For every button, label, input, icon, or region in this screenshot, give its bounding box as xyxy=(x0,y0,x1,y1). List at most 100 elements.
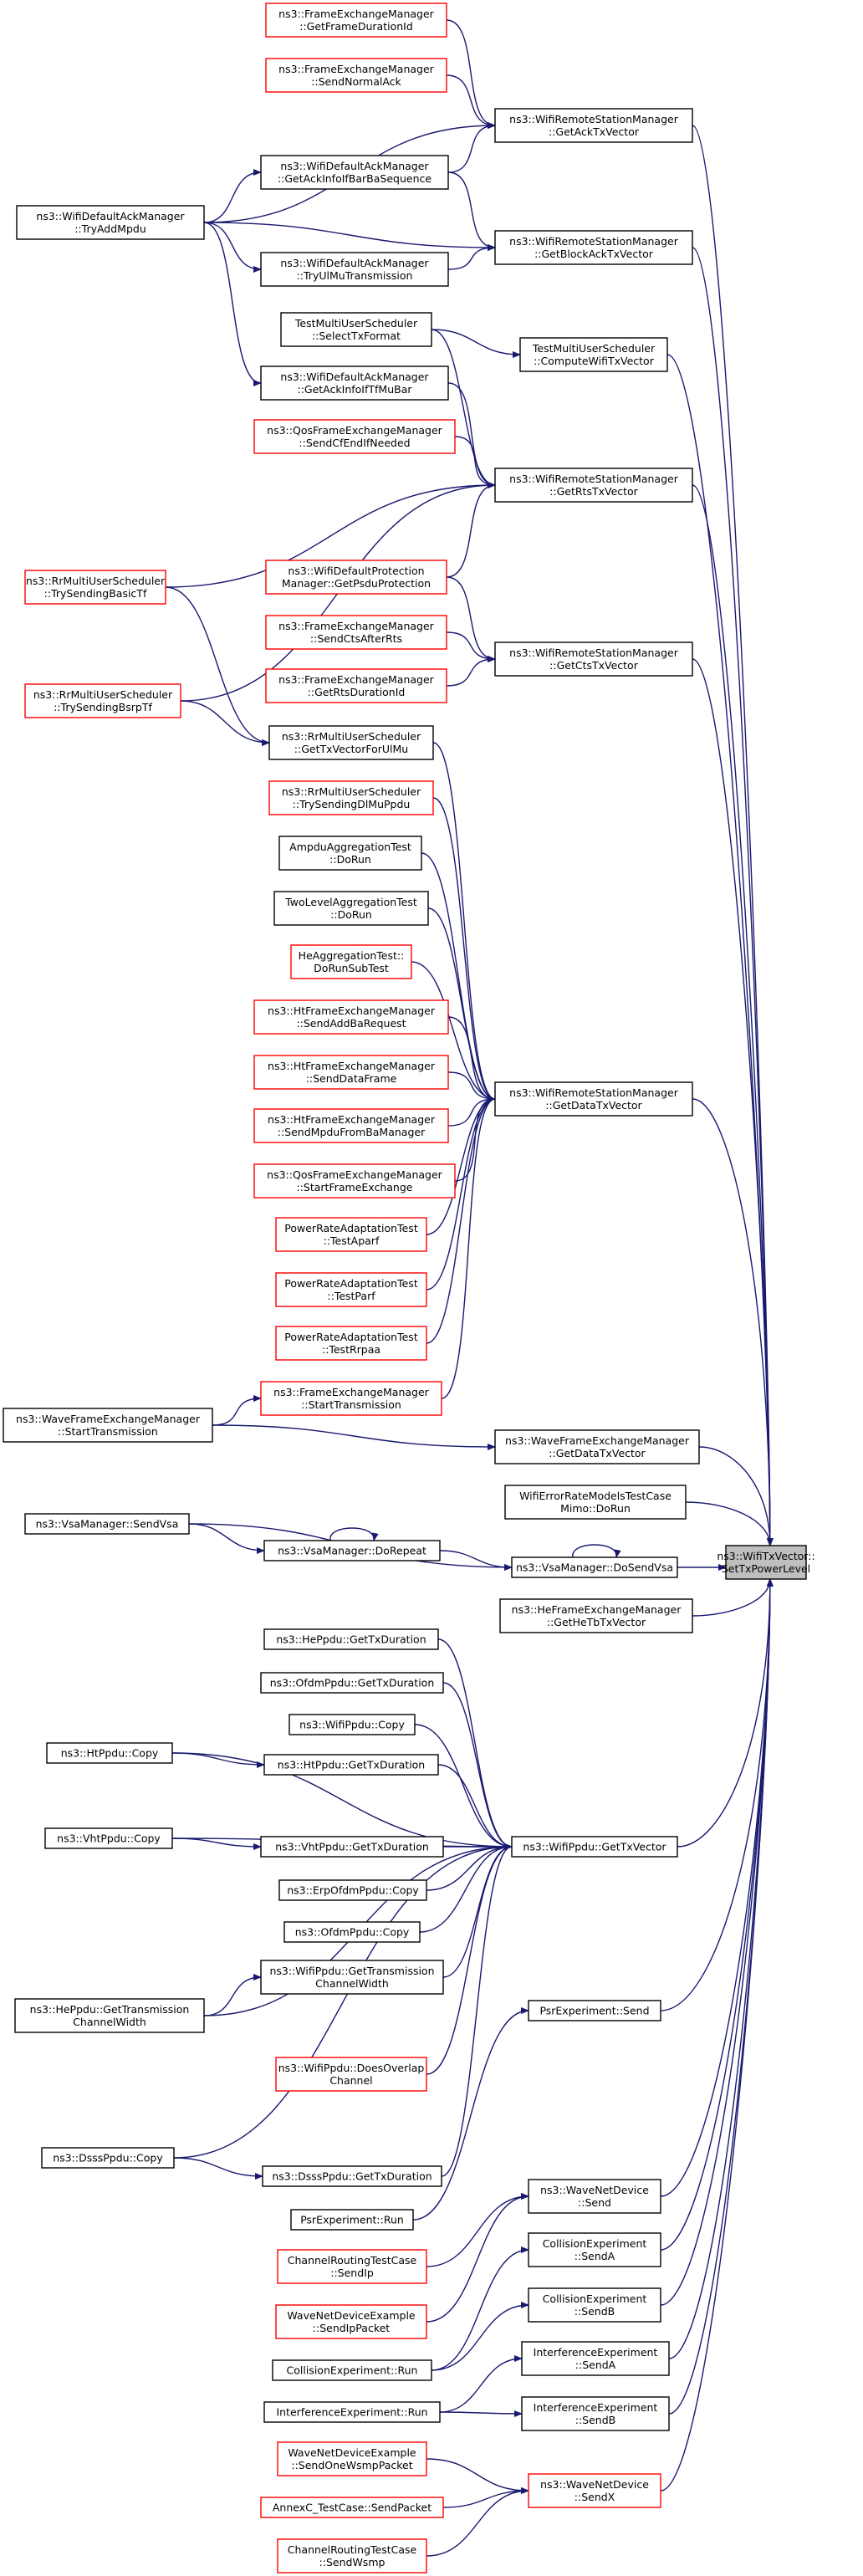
graph-node-get-cts-tx-vector[interactable]: ns3::WifiRemoteStationManager::GetCtsTxV… xyxy=(494,641,693,677)
graph-node-int-send-a[interactable]: InterferenceExperiment::SendA xyxy=(521,2341,670,2376)
graph-node-dsss-dur[interactable]: ns3::DsssPpdu::GetTxDuration xyxy=(262,2165,442,2187)
graph-node-get-block-ack-tx-vector[interactable]: ns3::WifiRemoteStationManager::GetBlockA… xyxy=(494,230,693,265)
call-edge-do-repeat-to-do-send-vsa xyxy=(439,1550,513,1571)
graph-node-start-frame-ex[interactable]: ns3::QosFrameExchangeManager::StartFrame… xyxy=(253,1163,456,1199)
graph-node-wave-get-data-tx-vector[interactable]: ns3::WaveFrameExchangeManager::GetDataTx… xyxy=(494,1429,700,1464)
graph-node-get-he-tb-tx-vector[interactable]: ns3::HeFrameExchangeManager::GetHeTbTxVe… xyxy=(499,1598,693,1633)
graph-node-vht-copy[interactable]: ns3::VhtPpdu::Copy xyxy=(44,1827,173,1849)
graph-node-coll-run[interactable]: CollisionExperiment::Run xyxy=(272,2359,432,2381)
graph-node-try-add-mpdu[interactable]: ns3::WifiDefaultAckManager::TryAddMpdu xyxy=(16,205,205,240)
node-label: ::GetHeTbTxVector xyxy=(547,1616,646,1628)
graph-node-mpdu-from-ba[interactable]: ns3::HtFrameExchangeManager::SendMpduFro… xyxy=(253,1108,449,1143)
graph-node-two-level-agg[interactable]: TwoLevelAggregationTest::DoRun xyxy=(273,891,429,926)
graph-node-rts-dur-id[interactable]: ns3::FrameExchangeManager::GetRtsDuratio… xyxy=(265,668,447,703)
graph-node-vht-ppdu-dur[interactable]: ns3::VhtPpdu::GetTxDuration xyxy=(260,1836,444,1858)
graph-node-cf-end[interactable]: ns3::QosFrameExchangeManager::SendCfEndI… xyxy=(253,419,456,454)
graph-node-ht-ppdu-dur[interactable]: ns3::HtPpdu::GetTxDuration xyxy=(263,1754,439,1776)
node-label: ns3::VsaManager::DoRepeat xyxy=(278,1545,426,1557)
graph-node-compute-wifi-tx-vector[interactable]: TestMultiUserScheduler::ComputeWifiTxVec… xyxy=(519,337,668,372)
node-label: ::SendWsmp xyxy=(319,2556,386,2568)
graph-node-ch-rout-ip[interactable]: ChannelRoutingTestCase::SendIp xyxy=(277,2249,427,2284)
graph-node-ul-mu[interactable]: ns3::WifiDefaultAckManager::TryUlMuTrans… xyxy=(260,252,449,287)
node-label: ns3::RrMultiUserScheduler xyxy=(282,730,421,743)
node-box xyxy=(265,668,447,703)
graph-node-ofdm-copy[interactable]: ns3::OfdmPpdu::Copy xyxy=(283,1921,421,1943)
graph-node-int-send-b[interactable]: InterferenceExperiment::SendB xyxy=(521,2396,670,2431)
graph-node-wifi-ppdu-copy[interactable]: ns3::WifiPpdu::Copy xyxy=(289,1714,416,1735)
graph-node-rrpaa[interactable]: PowerRateAdaptationTest::TestRrpaa xyxy=(275,1326,427,1361)
node-label: ::SendA xyxy=(574,2250,615,2262)
node-label: AnnexC_TestCase::SendPacket xyxy=(273,2502,432,2514)
graph-node-send-data-frame[interactable]: ns3::HtFrameExchangeManager::SendDataFra… xyxy=(253,1055,449,1090)
call-edge-cts-after-rts-to-get-cts-tx-vector xyxy=(446,631,496,662)
node-label: ns3::FrameExchangeManager xyxy=(278,63,434,75)
graph-node-aparf[interactable]: PowerRateAdaptationTest::TestAparf xyxy=(275,1217,427,1252)
graph-node-wave-ex-ip[interactable]: WaveNetDeviceExample::SendIpPacket xyxy=(275,2304,427,2339)
graph-node-ch-rout-wsmp[interactable]: ChannelRoutingTestCase::SendWsmp xyxy=(277,2538,427,2573)
node-box xyxy=(272,2359,432,2381)
graph-node-do-send-vsa[interactable]: ns3::VsaManager::DoSendVsa xyxy=(511,1556,678,1578)
graph-node-ack-info-bar[interactable]: ns3::WifiDefaultAckManager::GetAckInfoIf… xyxy=(260,155,449,190)
node-label: ::StartTransmission xyxy=(58,1425,158,1438)
node-label: ::ComputeWifiTxVector xyxy=(534,355,655,367)
node-label: ns3::FrameExchangeManager xyxy=(278,620,434,632)
node-label: PowerRateAdaptationTest xyxy=(284,1277,418,1290)
graph-node-erp-copy[interactable]: ns3::ErpOfdmPpdu::Copy xyxy=(278,1879,427,1901)
graph-node-add-ba[interactable]: ns3::HtFrameExchangeManager::SendAddBaRe… xyxy=(253,999,449,1035)
graph-node-get-ack-tx-vector[interactable]: ns3::WifiRemoteStationManager::GetAckTxV… xyxy=(494,108,693,143)
graph-node-annex-c[interactable]: AnnexC_TestCase::SendPacket xyxy=(260,2497,444,2518)
node-label: ::DoRun xyxy=(330,908,372,921)
graph-node-coll-send-b[interactable]: CollisionExperiment::SendB xyxy=(528,2287,661,2323)
node-box xyxy=(277,2538,427,2573)
graph-node-ofdm-ppdu-dur[interactable]: ns3::OfdmPpdu::GetTxDuration xyxy=(260,1672,444,1694)
graph-node-send-normal-ack[interactable]: ns3::FrameExchangeManager::SendNormalAck xyxy=(265,58,447,93)
graph-node-wave-start-tx[interactable]: ns3::WaveFrameExchangeManager::StartTran… xyxy=(3,1408,213,1443)
graph-node-do-repeat[interactable]: ns3::VsaManager::DoRepeat xyxy=(263,1540,441,1561)
node-box xyxy=(528,2287,661,2323)
node-label: ::GetAckInfoIfBarBaSequence xyxy=(278,172,432,185)
graph-node-select-tx-format[interactable]: TestMultiUserScheduler::SelectTxFormat xyxy=(280,312,432,347)
graph-node-he-agg[interactable]: HeAggregationTest::DoRunSubTest xyxy=(290,944,412,979)
graph-node-fm-start-tx[interactable]: ns3::FrameExchangeManager::StartTransmis… xyxy=(260,1381,442,1416)
graph-node-ack-info-tf[interactable]: ns3::WifiDefaultAckManager::GetAckInfoIf… xyxy=(260,365,449,401)
target-node[interactable]: ns3::WifiTxVector::SetTxPowerLevel xyxy=(717,1545,815,1580)
graph-node-get-data-tx-vector[interactable]: ns3::WifiRemoteStationManager::GetDataTx… xyxy=(494,1081,693,1117)
call-edge-basic-tf-to-get-rts-tx-vector xyxy=(165,482,496,588)
node-box xyxy=(260,155,449,190)
graph-node-ampdu-agg[interactable]: AmpduAggregationTest::DoRun xyxy=(278,836,422,871)
graph-node-parf[interactable]: PowerRateAdaptationTest::TestParf xyxy=(275,1272,427,1307)
graph-node-ht-copy[interactable]: ns3::HtPpdu::Copy xyxy=(46,1742,173,1764)
graph-node-dl-mu-ppdu[interactable]: ns3::RrMultiUserScheduler::TrySendingDlM… xyxy=(268,780,434,815)
node-label: ::SendB xyxy=(575,2414,615,2426)
node-label: ::TestAparf xyxy=(324,1234,380,1247)
graph-node-psdu-prot[interactable]: ns3::WifiDefaultProtectionManager::GetPs… xyxy=(265,560,447,595)
graph-node-tx-vec-ul-mu[interactable]: ns3::RrMultiUserScheduler::GetTxVectorFo… xyxy=(268,725,434,760)
graph-node-dsss-copy[interactable]: ns3::DsssPpdu::Copy xyxy=(41,2147,175,2169)
graph-node-wave-send[interactable]: ns3::WaveNetDevice::Send xyxy=(528,2179,661,2214)
graph-node-wave-ex-wsmp[interactable]: WaveNetDeviceExample::SendOneWsmpPacket xyxy=(277,2441,427,2476)
call-edge-try-add-mpdu-to-ul-mu xyxy=(203,222,262,273)
graph-node-fd-id[interactable]: ns3::FrameExchangeManager::GetFrameDurat… xyxy=(265,3,447,38)
graph-node-bsrp-tf[interactable]: ns3::RrMultiUserScheduler::TrySendingBsr… xyxy=(24,683,181,718)
graph-node-cts-after-rts[interactable]: ns3::FrameExchangeManager::SendCtsAfterR… xyxy=(265,615,447,650)
graph-node-tx-ch-width[interactable]: ns3::WifiPpdu::GetTransmissionChannelWid… xyxy=(260,1960,444,1995)
graph-node-basic-tf[interactable]: ns3::RrMultiUserScheduler::TrySendingBas… xyxy=(24,570,166,605)
graph-node-get-rts-tx-vector[interactable]: ns3::WifiRemoteStationManager::GetRtsTxV… xyxy=(494,468,693,503)
node-label: ns3::HePpdu::GetTransmission xyxy=(30,2003,190,2016)
node-label: InterferenceExperiment xyxy=(534,2346,658,2359)
call-edge-aparf-to-get-data-tx-vector xyxy=(426,1096,496,1235)
graph-node-coll-send-a[interactable]: CollisionExperiment::SendA xyxy=(528,2232,661,2267)
graph-node-he-ppdu-dur[interactable]: ns3::HePpdu::GetTxDuration xyxy=(263,1628,439,1650)
graph-node-int-run[interactable]: InterferenceExperiment::Run xyxy=(263,2401,441,2423)
graph-node-psr-send[interactable]: PsrExperiment::Send xyxy=(528,2000,661,2021)
call-edge-psdu-prot-to-get-cts-tx-vector xyxy=(446,576,496,662)
node-label: ns3::WifiPpdu::DoesOverlap xyxy=(278,2062,425,2074)
graph-node-wifi-ppdu-get-tx-vector[interactable]: ns3::WifiPpdu::GetTxVector xyxy=(511,1836,678,1858)
graph-node-wave-send-x[interactable]: ns3::WaveNetDevice::SendX xyxy=(528,2473,661,2508)
node-box xyxy=(280,312,432,347)
graph-node-psr-run[interactable]: PsrExperiment::Run xyxy=(290,2209,414,2231)
graph-node-send-vsa[interactable]: ns3::VsaManager::SendVsa xyxy=(24,1513,190,1535)
